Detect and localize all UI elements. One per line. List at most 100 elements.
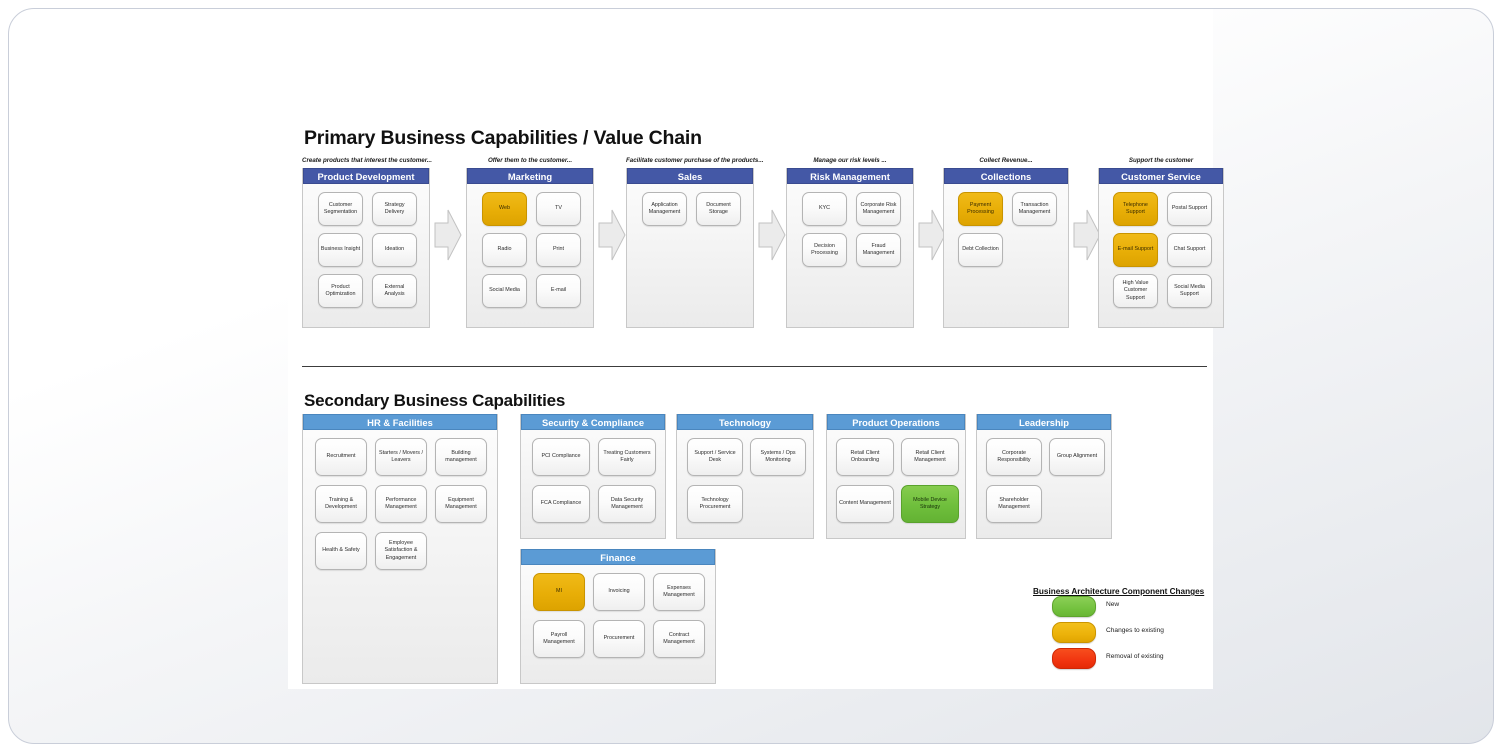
capability-label: Fraud Management bbox=[862, 242, 895, 256]
capability-label: Data Security Management bbox=[610, 496, 644, 510]
capability-box[interactable]: Transaction Management bbox=[1012, 192, 1057, 226]
capability-label: Treating Customers Fairly bbox=[603, 449, 651, 463]
capability-label: Corporate Risk Management bbox=[860, 201, 897, 215]
capability-box[interactable]: External Analysis bbox=[372, 274, 417, 308]
panel-header: Sales bbox=[627, 168, 753, 184]
capability-label: Social Media Support bbox=[1174, 283, 1205, 297]
capability-box[interactable]: Systems / Ops Monitoring bbox=[750, 438, 806, 476]
capability-box[interactable]: Support / Service Desk bbox=[687, 438, 743, 476]
capability-box[interactable]: Retail Client Management bbox=[901, 438, 959, 476]
capability-box[interactable]: Corporate Risk Management bbox=[856, 192, 901, 226]
capability-box[interactable]: Treating Customers Fairly bbox=[598, 438, 656, 476]
capability-label: Chat Support bbox=[1173, 246, 1206, 253]
capability-box[interactable]: TV bbox=[536, 192, 581, 226]
capability-label: Performance Management bbox=[385, 496, 417, 510]
capability-box[interactable]: Recruitment bbox=[315, 438, 367, 476]
capability-box[interactable]: Expenses Management bbox=[653, 573, 705, 611]
capability-box[interactable]: Ideation bbox=[372, 233, 417, 267]
capability-box[interactable]: MI bbox=[533, 573, 585, 611]
capability-box[interactable]: Print bbox=[536, 233, 581, 267]
capability-box[interactable]: Contract Management bbox=[653, 620, 705, 658]
capability-box[interactable]: Telephone Support bbox=[1113, 192, 1158, 226]
capability-label: Corporate Responsibility bbox=[997, 449, 1031, 463]
capability-label: Customer Segmentation bbox=[323, 201, 358, 215]
capability-box[interactable]: Document Storage bbox=[696, 192, 741, 226]
panel-header: Risk Management bbox=[787, 168, 913, 184]
capability-box[interactable]: Procurement bbox=[593, 620, 645, 658]
capability-label: Technology Procurement bbox=[699, 496, 731, 510]
capability-label: Debt Collection bbox=[962, 246, 999, 253]
capability-box[interactable]: E-mail Support bbox=[1113, 233, 1158, 267]
capability-box[interactable]: Business Insight bbox=[318, 233, 363, 267]
capability-label: High Value Customer Support bbox=[1122, 280, 1149, 301]
capability-box[interactable]: E-mail bbox=[536, 274, 581, 308]
panel-body: Recruitment Starters / Movers / Leavers Bu… bbox=[303, 430, 497, 684]
stage-caption: Support the customer bbox=[1128, 157, 1194, 164]
capability-box[interactable]: Web bbox=[482, 192, 527, 226]
secondary-section-title: Secondary Business Capabilities bbox=[304, 391, 566, 411]
capability-box[interactable]: Decision Processing bbox=[802, 233, 847, 267]
capability-box[interactable]: Invoicing bbox=[593, 573, 645, 611]
legend-color-swatch bbox=[1052, 622, 1096, 643]
capability-label: Support / Service Desk bbox=[694, 449, 736, 463]
capability-box[interactable]: Health & Safety bbox=[315, 532, 367, 570]
capability-label: Systems / Ops Monitoring bbox=[760, 449, 796, 463]
capability-box[interactable]: Data Security Management bbox=[598, 485, 656, 523]
capability-label: Payroll Management bbox=[543, 631, 575, 645]
capability-label: Application Management bbox=[648, 201, 681, 215]
capability-label: Payment Processing bbox=[967, 201, 994, 215]
capability-box[interactable]: Retail Client Onboarding bbox=[836, 438, 894, 476]
capability-box[interactable]: Postal Support bbox=[1167, 192, 1212, 226]
capability-box[interactable]: Customer Segmentation bbox=[318, 192, 363, 226]
capability-box[interactable]: Social Media bbox=[482, 274, 527, 308]
capability-box[interactable]: Product Optimization bbox=[318, 274, 363, 308]
capability-box[interactable]: Group Alignment bbox=[1049, 438, 1105, 476]
capability-box[interactable]: Building management bbox=[435, 438, 487, 476]
capability-box[interactable]: Performance Management bbox=[375, 485, 427, 523]
panel-header: Technology bbox=[677, 414, 813, 430]
panel-header: HR & Facilities bbox=[303, 414, 497, 430]
capability-box[interactable]: KYC bbox=[802, 192, 847, 226]
capability-box[interactable]: Payment Processing bbox=[958, 192, 1003, 226]
capability-label: Starters / Movers / Leavers bbox=[378, 449, 424, 463]
capability-box[interactable]: Employee Satisfaction & Engagement bbox=[375, 532, 427, 570]
capability-box[interactable]: Social Media Support bbox=[1167, 274, 1212, 308]
capability-box[interactable]: Training & Development bbox=[315, 485, 367, 523]
capability-box[interactable]: Corporate Responsibility bbox=[986, 438, 1042, 476]
capability-box[interactable]: Mobile Device Strategy bbox=[901, 485, 959, 523]
capability-box[interactable]: Content Management bbox=[836, 485, 894, 523]
capability-box[interactable]: Radio bbox=[482, 233, 527, 267]
capability-box[interactable]: Strategy Delivery bbox=[372, 192, 417, 226]
capability-box[interactable]: Payroll Management bbox=[533, 620, 585, 658]
capability-box[interactable]: High Value Customer Support bbox=[1113, 274, 1158, 308]
capability-box[interactable]: Debt Collection bbox=[958, 233, 1003, 267]
stage-caption: Collect Revenue... bbox=[979, 157, 1033, 164]
capability-box[interactable]: Chat Support bbox=[1167, 233, 1212, 267]
legend-item-label: Removal of existing bbox=[1106, 653, 1164, 660]
legend-title: Business Architecture Component Changes bbox=[1033, 587, 1205, 596]
capability-label: PCI Compliance bbox=[541, 453, 581, 460]
capability-box[interactable]: Starters / Movers / Leavers bbox=[375, 438, 427, 476]
capability-box[interactable]: Fraud Management bbox=[856, 233, 901, 267]
capability-label: Radio bbox=[497, 246, 512, 253]
capability-box[interactable]: Equipment Management bbox=[435, 485, 487, 523]
capability-label: FCA Compliance bbox=[540, 500, 582, 507]
capability-box[interactable]: Application Management bbox=[642, 192, 687, 226]
capability-box[interactable]: FCA Compliance bbox=[532, 485, 590, 523]
capability-box[interactable]: Technology Procurement bbox=[687, 485, 743, 523]
capability-box[interactable]: Shareholder Management bbox=[986, 485, 1042, 523]
capability-label: TV bbox=[555, 205, 562, 212]
capability-box[interactable]: PCI Compliance bbox=[532, 438, 590, 476]
legend-item: New bbox=[1030, 596, 1210, 622]
